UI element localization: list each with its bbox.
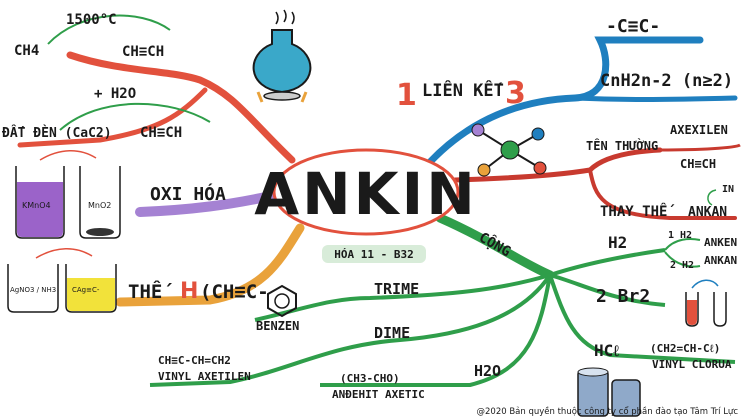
prep-reactant-1: CH4 (14, 43, 39, 59)
branch-preparation-2 (17, 87, 208, 148)
branch-h2 (549, 248, 666, 277)
addition-dime-name: VINYL AXETILEN (158, 370, 251, 383)
bond-number-2: 3 (505, 76, 526, 111)
substitution-label-h: H (180, 279, 198, 304)
branch-br2 (549, 273, 666, 307)
addition-h2-step2: 2 H2 (670, 260, 694, 271)
addition-dime-product: CH≡C-CH=CH2 (158, 354, 231, 367)
pipes-illustration (577, 367, 641, 417)
branch-addition (435, 213, 555, 280)
addition-water-name: ANĐEHIT AXETIC (332, 388, 425, 401)
addition-br2: 2 Br2 (596, 286, 650, 307)
substitution-beakers (7, 248, 117, 313)
oxidation-beakers (15, 150, 121, 239)
addition-hcl: HCℓ (594, 341, 620, 360)
benzene-ring-icon (267, 284, 297, 318)
branch-water (320, 274, 552, 387)
branch-naming (452, 147, 663, 183)
branch-h2-b (664, 251, 701, 268)
addition-water: H2O (474, 362, 501, 380)
bond-number: 1 (396, 78, 417, 113)
naming-ending: IN (722, 184, 734, 195)
prep-condition-2: + H2O (94, 86, 136, 102)
substitution-label-prefix: THẾ (128, 280, 172, 303)
branch-preparation (66, 51, 296, 164)
center-subtitle-badge (322, 245, 426, 263)
naming-ending-arrow (707, 189, 717, 206)
addition-trime: TRIME (374, 280, 419, 298)
addition-hcl-product: (CH2=CH-Cℓ) (650, 342, 720, 355)
addition-h2-product1: ANKEN (704, 236, 737, 249)
center-node (272, 148, 460, 236)
addition-hcl-name: VINYL CLORUA (652, 358, 732, 371)
addition-h2-step1: 1 H2 (668, 230, 692, 241)
branch-dime (149, 273, 552, 387)
addition-water-product: (CH3-CHO) (340, 372, 400, 385)
oxidation-beaker-1: KMnO4 (22, 201, 51, 210)
addition-h2-product2: ANKAN (704, 254, 737, 267)
center-subtitle: HÓA 11 - B32 (334, 248, 413, 261)
copyright-footer: @2020 Bản quyền thuộc công ty cổ phần đà… (477, 406, 739, 417)
naming-connector (659, 143, 741, 152)
substitution-beaker-2: CAg≡C- (72, 286, 100, 294)
arrow-prep-1 (47, 14, 171, 45)
substitution-label-suffix: (CH≡C- (200, 281, 269, 303)
prep-reactant-2: ĐẤT ĐÈN (CaC2) (2, 125, 112, 141)
branch-h2-a (664, 238, 701, 251)
oxidation-beaker-2: MnO2 (88, 201, 111, 210)
addition-trime-product: BENZEN (256, 319, 299, 333)
arrow-prep-2 (59, 102, 211, 131)
branch-oxidation (135, 190, 280, 217)
bond-formula: CnH2n-2 (n≥2) (600, 71, 733, 91)
naming-systematic-example: ANKAN (688, 205, 727, 220)
prep-product-2: CH≡CH (140, 125, 182, 141)
naming-common-formula: CH≡CH (680, 157, 716, 171)
flask-illustration (252, 9, 312, 103)
branch-hcl (548, 274, 736, 364)
naming-systematic-label: THAY THẾ (600, 203, 675, 220)
branch-trime (254, 273, 551, 322)
substitution-beaker-1: AgNO3 / NH3 (10, 286, 56, 294)
benzene-inner-circle (274, 293, 290, 309)
prep-condition-1: 1500°C (66, 12, 117, 28)
naming-common-example: AXEXILEN (670, 123, 728, 137)
addition-h2: H2 (608, 233, 627, 252)
molecule-illustration (471, 123, 547, 177)
addition-dime: DIME (374, 324, 410, 342)
naming-common-label: TÊN THƯỜNG (586, 138, 658, 153)
prep-product-1: CH≡CH (122, 44, 164, 60)
branch-bond-2 (572, 95, 738, 102)
bond-label: LIÊN KẾT (422, 79, 504, 101)
branch-naming-2 (588, 168, 737, 220)
branch-substitution (115, 223, 305, 307)
center-title: ANKIN (254, 160, 478, 228)
bond-triple: -C≡C- (606, 16, 660, 37)
br2-tubes (685, 279, 727, 327)
oxidation-label: OXI HÓA (150, 183, 226, 205)
